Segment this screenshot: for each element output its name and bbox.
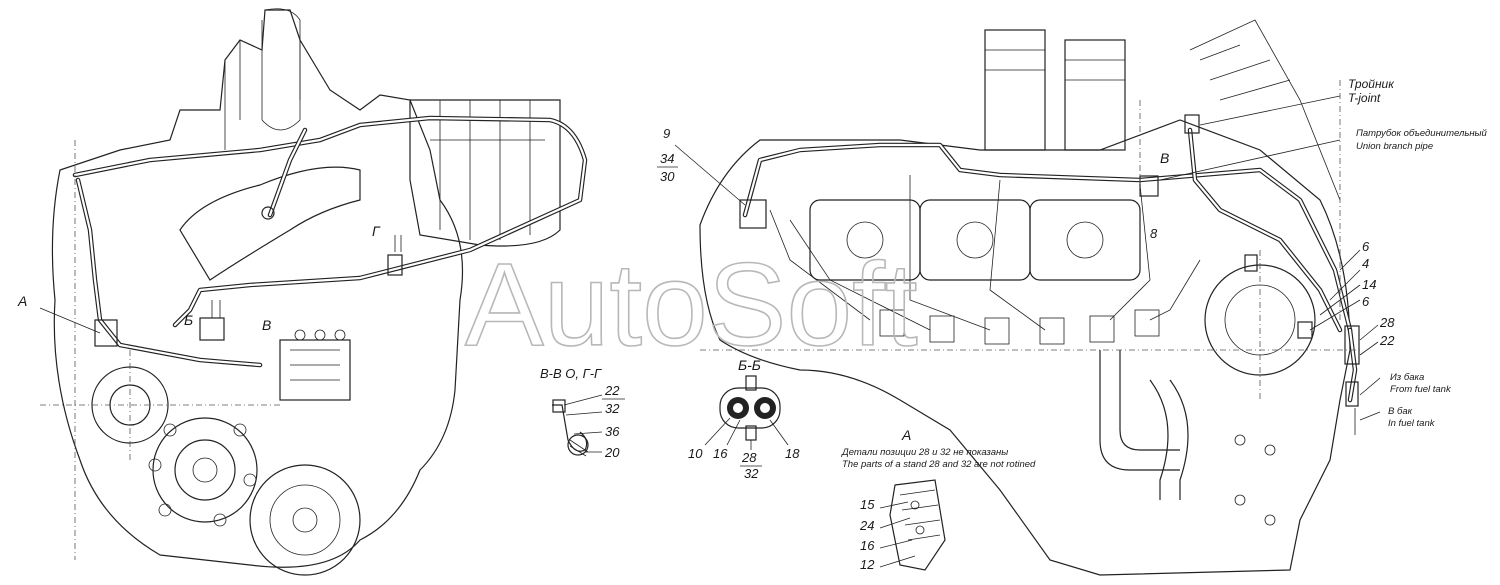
callout-8: 8 xyxy=(1150,226,1158,241)
detail-a-part-24: 24 xyxy=(859,518,874,533)
callout-22: 22 xyxy=(1379,333,1395,348)
detail-a-note-ru: Детали позиции 28 и 32 не показаны xyxy=(841,447,1008,458)
detail-vv-part-36: 36 xyxy=(605,424,620,439)
section-label-v: В xyxy=(262,317,271,333)
section-label-v-right: В xyxy=(1160,150,1169,166)
detail-bb-part-32: 32 xyxy=(744,466,759,481)
detail-bb-part-18: 18 xyxy=(785,446,800,461)
section-label-b: Б xyxy=(184,312,193,328)
detail-a-title: А xyxy=(901,427,911,443)
callout-6-top: 6 xyxy=(1362,239,1370,254)
tee-label-ru: Тройник xyxy=(1348,77,1395,91)
detail-bb-title: Б-Б xyxy=(738,357,761,373)
callout-6-bottom: 6 xyxy=(1362,294,1370,309)
callout-14: 14 xyxy=(1362,277,1376,292)
to-tank-en: In fuel tank xyxy=(1388,418,1436,429)
watermark-text: AutoSoft xyxy=(465,239,918,371)
detail-vv-part-20: 20 xyxy=(604,445,620,460)
from-tank-ru: Из бака xyxy=(1390,372,1424,383)
tee-label-en: T-joint xyxy=(1348,91,1381,105)
detail-a-part-16: 16 xyxy=(860,538,875,553)
detail-vv-drawing xyxy=(552,394,603,457)
detail-a-part-12: 12 xyxy=(860,557,875,572)
callout-34: 34 xyxy=(660,151,674,166)
from-tank-en: From fuel tank xyxy=(1390,384,1452,395)
detail-a-drawing xyxy=(879,479,946,571)
detail-a-part-15: 15 xyxy=(860,497,875,512)
section-label-g: Г xyxy=(372,223,381,239)
callout-4: 4 xyxy=(1362,256,1369,271)
union-label-en: Union branch pipe xyxy=(1356,141,1433,152)
callout-30: 30 xyxy=(660,169,675,184)
right-engine-view xyxy=(674,19,1381,576)
detail-a-note-en: The parts of a stand 28 and 32 are not r… xyxy=(842,459,1036,470)
section-label-a: А xyxy=(17,293,27,309)
left-engine-view xyxy=(39,8,588,576)
detail-bb-drawing xyxy=(704,375,789,450)
callout-9: 9 xyxy=(663,126,670,141)
detail-vv-part-22: 22 xyxy=(604,383,620,398)
union-label-ru: Патрубок объединительный xyxy=(1356,128,1488,139)
detail-vv-title: В-В О, Г-Г xyxy=(540,366,602,381)
detail-vv-part-32: 32 xyxy=(605,401,620,416)
detail-bb-part-28: 28 xyxy=(741,450,757,465)
to-tank-ru: В бак xyxy=(1388,406,1413,417)
callout-28: 28 xyxy=(1379,315,1395,330)
detail-bb-part-10: 10 xyxy=(688,446,703,461)
detail-bb-part-16: 16 xyxy=(713,446,728,461)
